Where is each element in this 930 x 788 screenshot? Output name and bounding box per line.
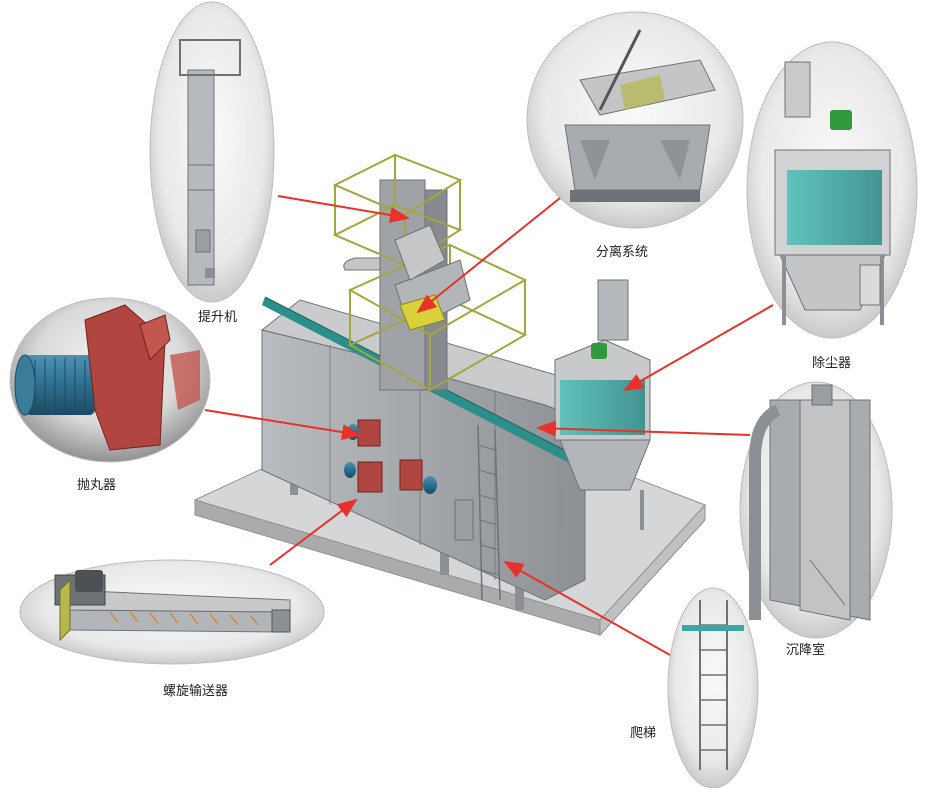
- label-ladder: 爬梯: [630, 726, 657, 741]
- label-elevator: 提升机: [198, 310, 238, 325]
- machine-dust-collector: [554, 279, 651, 530]
- label-settling-chamber: 沉降室: [786, 643, 826, 658]
- main-machine: [193, 153, 706, 637]
- label-shot-blaster: 抛丸器: [77, 478, 117, 493]
- arrow-screw-conveyor: [269, 498, 358, 566]
- label-separator: 分离系统: [596, 245, 649, 260]
- callout-arrows: [204, 195, 774, 656]
- callout-settling-chamber: [739, 381, 893, 639]
- arrow-settling-chamber: [536, 420, 751, 437]
- callout-shot-blaster: [9, 297, 211, 463]
- callout-dust-collector: [746, 41, 918, 339]
- arrow-ladder: [503, 561, 671, 656]
- arrow-separator: [416, 197, 561, 314]
- arrow-shot-blaster: [204, 409, 362, 441]
- arrow-elevator: [277, 195, 410, 223]
- label-dust-collector: 除尘器: [812, 356, 852, 371]
- callout-screw-conveyor: [19, 559, 325, 665]
- label-screw-conveyor: 螺旋输送器: [163, 684, 229, 699]
- callout-ladder: [667, 587, 759, 788]
- shot-blaster-units: [344, 419, 437, 494]
- machine-ladder: [477, 424, 501, 601]
- arrow-dust-collector: [623, 304, 774, 391]
- callout-separator: [526, 11, 744, 229]
- callout-elevator: [149, 1, 275, 303]
